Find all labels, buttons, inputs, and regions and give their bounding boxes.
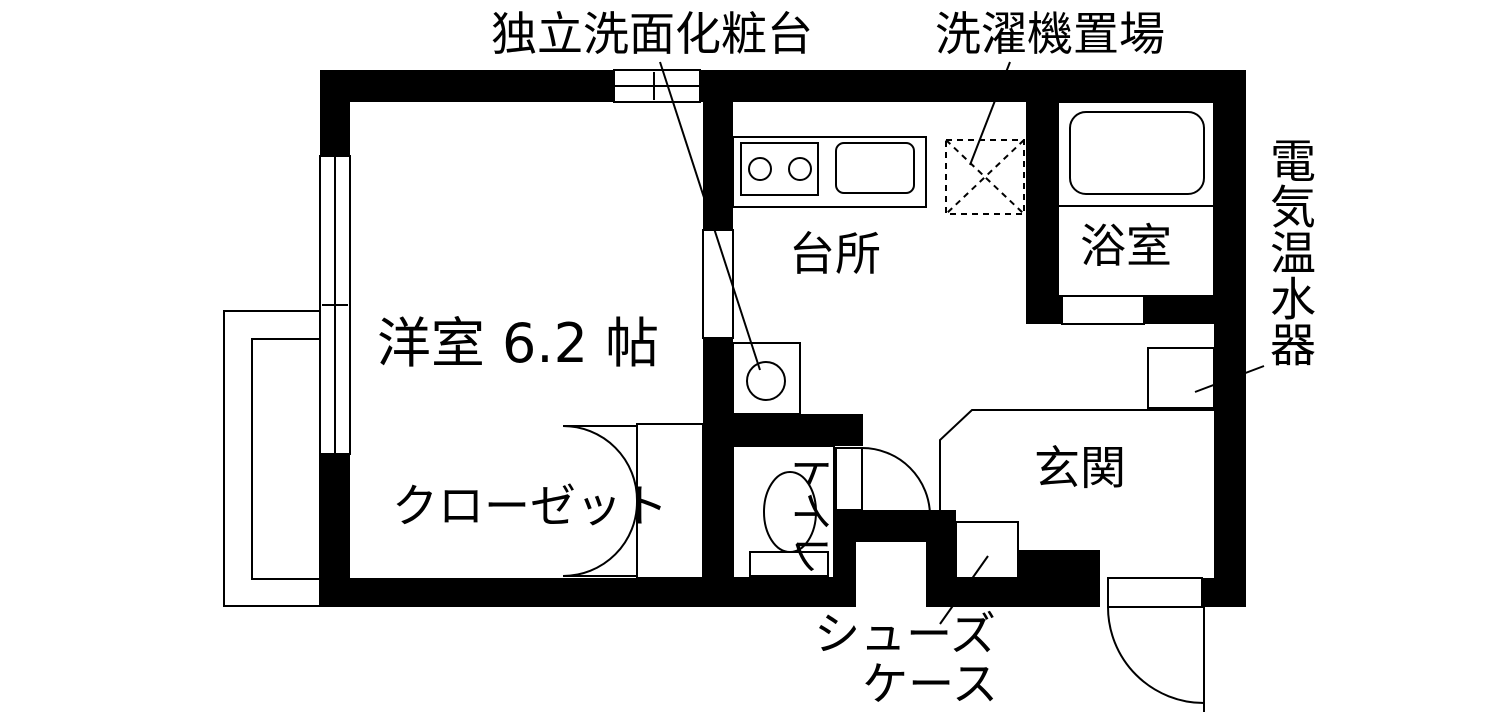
bathtub — [1057, 101, 1215, 325]
windows — [319, 69, 734, 455]
shoe-case-label-line2: ケース — [862, 657, 998, 711]
washer-space — [945, 139, 1025, 215]
vanity-unit — [732, 342, 801, 415]
toilet-label: トイレ — [786, 449, 835, 575]
closet-fixture — [562, 423, 704, 579]
kitchen-counter — [732, 136, 927, 208]
toilet-fixture — [732, 445, 835, 579]
shoe-case-unit — [955, 521, 1019, 579]
washer-label: 洗濯機置場 — [935, 7, 1165, 61]
shoe-case-label-line1: シューズ — [814, 607, 996, 661]
closet-label: クローゼット — [392, 479, 668, 533]
leader-lines — [659, 61, 1265, 625]
vanity-label: 独立洗面化粧台 — [491, 7, 813, 61]
balcony — [223, 310, 321, 607]
kitchen-label: 台所 — [789, 227, 881, 281]
entrance-step — [939, 409, 1214, 514]
bathroom-label: 浴室 — [1080, 219, 1172, 273]
entrance-label: 玄関 — [1034, 441, 1126, 495]
water-heater-label: 電気温水器 — [1263, 137, 1317, 367]
water-heater-unit — [1147, 347, 1215, 409]
western-room-label: 洋室 6.2 帖 — [377, 312, 659, 375]
doors — [835, 447, 1205, 712]
